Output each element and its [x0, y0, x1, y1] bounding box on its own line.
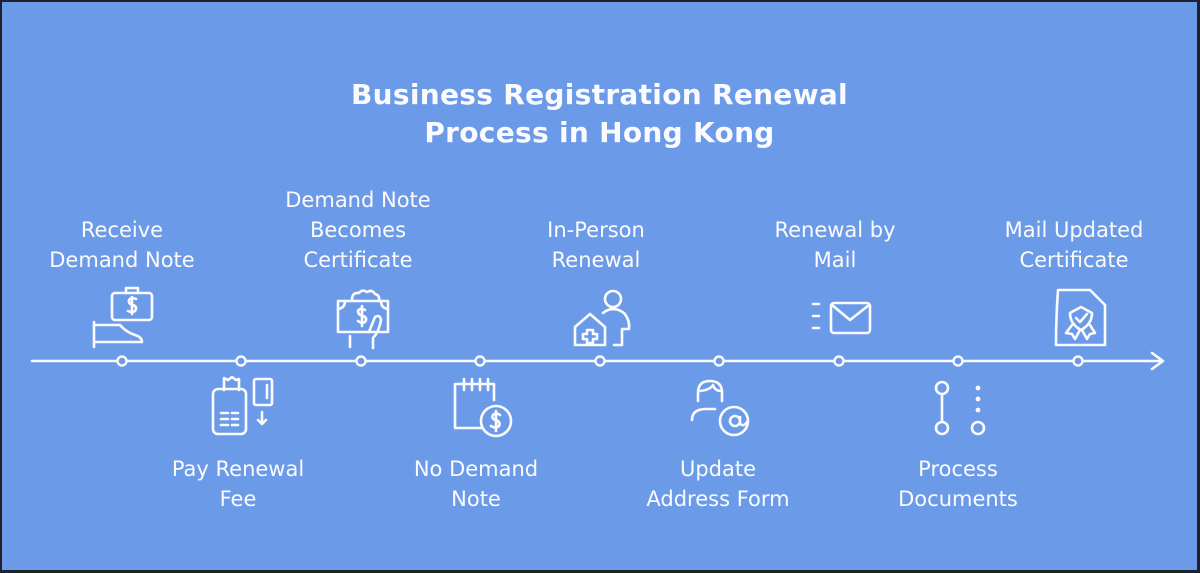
hand-cash-icon [336, 289, 390, 350]
step-label-in-person-renewal: In-Person Renewal [547, 218, 645, 272]
step-label-demand-note-becomes-certificate: Demand Note Becomes Certificate [285, 188, 431, 272]
timeline-nodes [116, 355, 1084, 367]
node-2 [235, 355, 247, 367]
node-4 [474, 355, 486, 367]
hand-money-bag-icon [92, 286, 154, 349]
step-label-mail-updated-certificate: Mail Updated Certificate [1004, 218, 1144, 272]
node-9 [1072, 355, 1084, 367]
diagram-title: Business Registration Renewal Process in… [2, 76, 1197, 152]
step-label-renewal-by-mail: Renewal by Mail [774, 218, 896, 272]
process-nodes-icon [934, 380, 986, 436]
payment-terminal-card-icon [211, 375, 274, 436]
step-label-update-address-form: Update Address Form [646, 457, 790, 511]
node-6 [713, 355, 725, 367]
node-1 [116, 355, 128, 367]
certificate-document-icon [1054, 288, 1107, 347]
calendar-dollar-icon [453, 377, 513, 438]
node-8 [952, 355, 964, 367]
step-label-pay-renewal-fee: Pay Renewal Fee [171, 457, 305, 511]
user-at-sign-icon [690, 379, 750, 437]
step-label-no-demand-note: No Demand Note [413, 457, 539, 511]
envelope-fast-icon [811, 301, 872, 335]
step-label-process-documents: Process Documents [898, 457, 1018, 511]
step-label-receive-demand-note: Receive Demand Note [49, 218, 195, 272]
node-5 [594, 355, 606, 367]
person-office-cross-icon [573, 289, 631, 347]
node-3 [355, 355, 367, 367]
title-line-1: Business Registration Renewal [351, 78, 848, 111]
title-line-2: Process in Hong Kong [424, 116, 775, 149]
node-7 [833, 355, 845, 367]
